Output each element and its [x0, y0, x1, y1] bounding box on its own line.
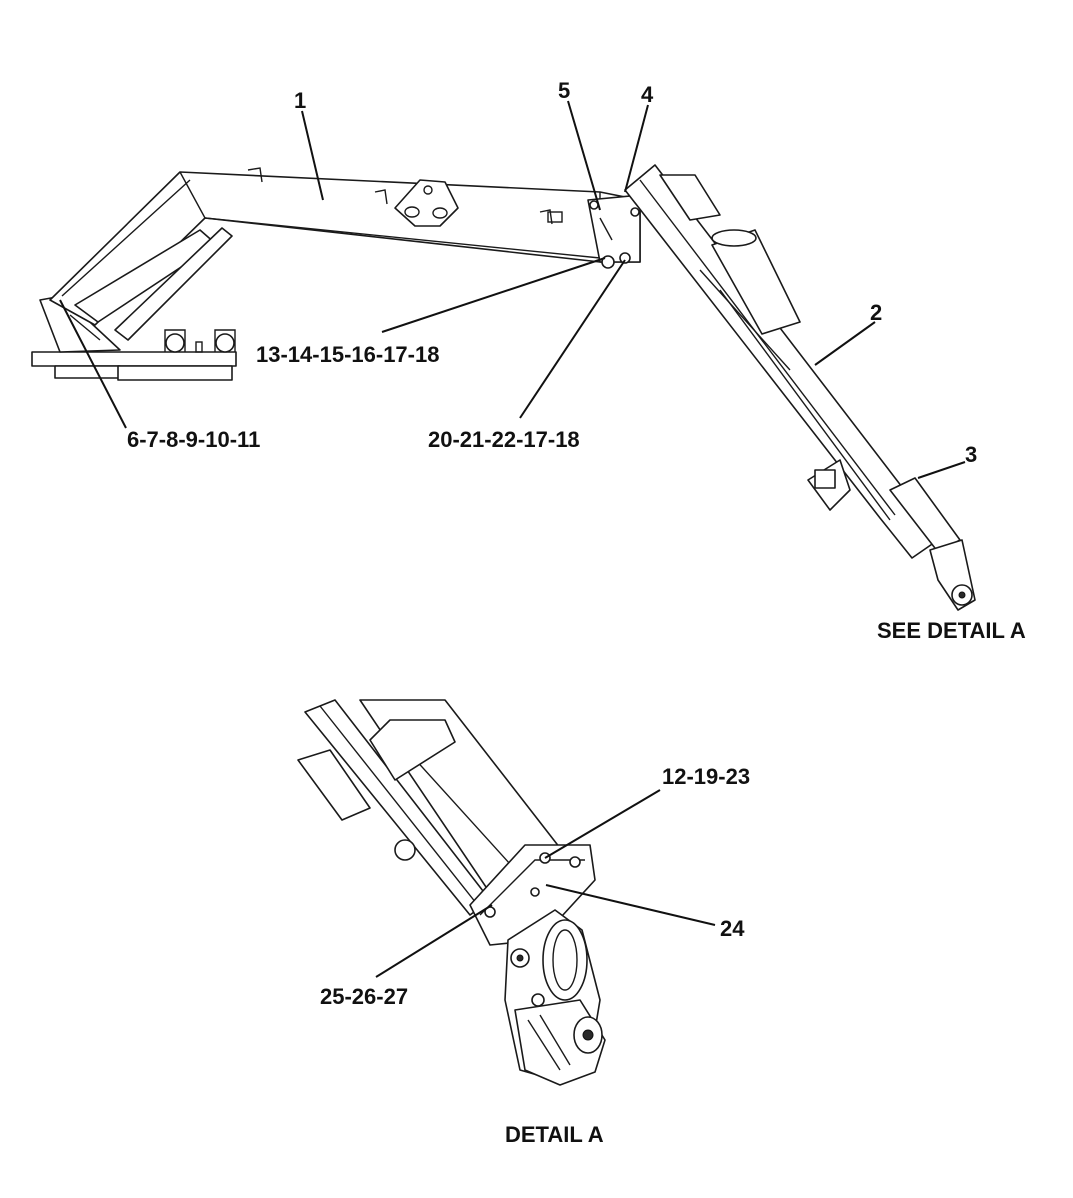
extension-boom	[624, 164, 976, 611]
callout-13-14-15-16-17-18: 13-14-15-16-17-18	[256, 342, 439, 367]
detail-a-view: 12-19-23 24 25-26-27 DETAIL A	[297, 699, 750, 1147]
main-view: 1 5 4 2 3 13-14-15-16-17-18 6-7-8-9-10-1…	[31, 78, 1026, 643]
base-mount	[31, 295, 237, 381]
callout-2: 2	[870, 300, 882, 325]
see-detail-caption: SEE DETAIL A	[877, 618, 1026, 643]
callout-24: 24	[720, 916, 745, 941]
callout-3: 3	[965, 442, 977, 467]
callout-12-19-23: 12-19-23	[662, 764, 750, 789]
callout-20-21-22-17-18: 20-21-22-17-18	[428, 427, 580, 452]
callout-5: 5	[558, 78, 570, 103]
callout-25-26-27: 25-26-27	[320, 984, 408, 1009]
main-boom	[49, 167, 641, 341]
leader-lines-main	[59, 100, 966, 479]
callout-1: 1	[294, 88, 306, 113]
detail-a-caption: DETAIL A	[505, 1122, 604, 1147]
callout-4: 4	[641, 82, 654, 107]
callout-6-7-8-9-10-11: 6-7-8-9-10-11	[127, 427, 260, 452]
knuckle-joint	[587, 194, 641, 269]
